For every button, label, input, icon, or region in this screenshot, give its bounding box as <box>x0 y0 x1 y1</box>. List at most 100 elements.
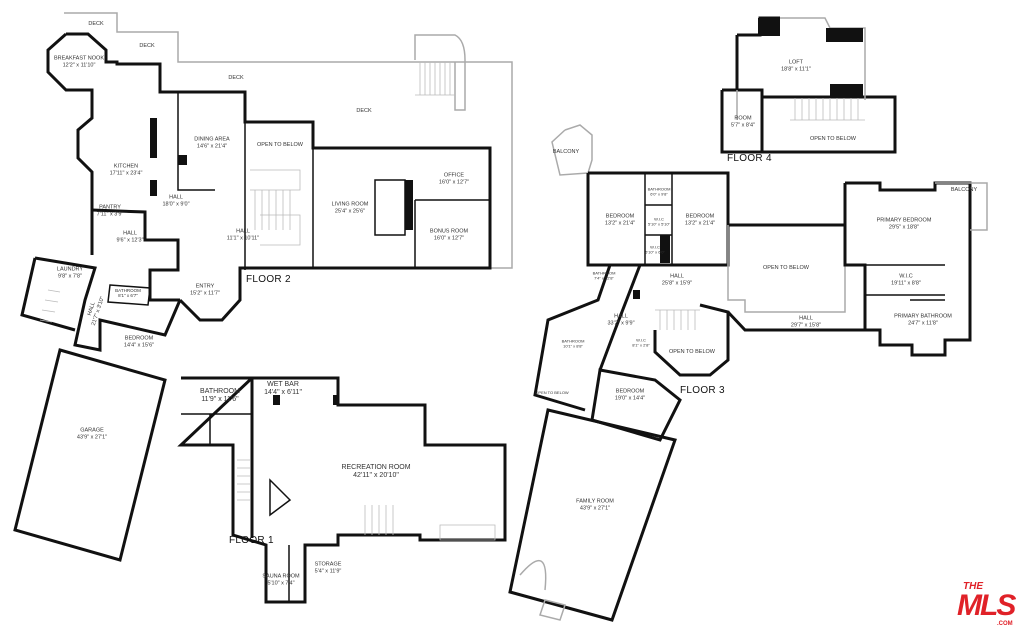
floor-1-label: FLOOR 1 <box>229 535 274 546</box>
room-name: DINING AREA <box>194 136 230 143</box>
room-dims: 11'1" x 10'11" <box>226 235 260 241</box>
room-open-to-below: OPEN TO BELOW <box>763 265 809 272</box>
deck-stairs <box>414 34 466 111</box>
logo-the: THE <box>963 581 983 592</box>
room-dims: 13'2" x 21'4" <box>684 220 716 226</box>
floor-1-walls <box>177 376 507 604</box>
room-name: PRIMARY BATHROOM <box>894 313 952 320</box>
room-name: BATHROOM <box>647 186 671 192</box>
floor-3-label: FLOOR 3 <box>680 385 725 396</box>
room-name: OPEN TO BELOW <box>535 389 569 395</box>
room-dims: 18'0" x 9'0" <box>162 201 190 207</box>
the-mls-logo: THE MLS .COM <box>955 582 1019 638</box>
room-dims: 24'7" x 11'8" <box>908 320 938 326</box>
room-name: BALCONY <box>950 186 978 193</box>
room-name: W.I.C <box>650 244 660 250</box>
room-name: WET BAR <box>267 381 299 388</box>
deck-name: DECK <box>88 20 104 27</box>
room-name: HALL <box>236 228 250 235</box>
room-dims: 13'2" x 21'4" <box>604 220 636 226</box>
room-dims: 14'4" x 15'6" <box>123 342 155 348</box>
room-dims: 7'11" x 3'9" <box>96 211 124 217</box>
room-name: KITCHEN <box>113 163 139 170</box>
room-name: W.I.C <box>636 337 646 343</box>
room-balcony: BALCONY <box>553 149 579 156</box>
deck-name: DECK <box>139 42 155 49</box>
room-dims: 15'2" x 11'7" <box>190 290 220 296</box>
deck-label: DECK <box>88 21 103 28</box>
floor-4-walls <box>720 16 897 154</box>
deck-label: DECK <box>356 108 371 115</box>
floor-4-label: FLOOR 4 <box>727 153 772 164</box>
deck-name: DECK <box>228 74 244 81</box>
logo-com: .COM <box>997 621 1013 627</box>
room-name: ENTRY <box>195 283 215 290</box>
room-dims: 17'11" x 23'4" <box>109 170 143 176</box>
room-dims: 19'11" x 8'8" <box>891 280 921 286</box>
room-name: OFFICE <box>443 172 465 179</box>
room-name: W.I.C <box>899 273 913 280</box>
room-dims: 14'4" x 6'11" <box>264 389 302 396</box>
room-dims: 29'7" x 15'8" <box>790 322 822 328</box>
room-name: BATHROOM <box>592 270 616 276</box>
deck-name: DECK <box>356 107 372 114</box>
logo-mls: MLS <box>957 589 1016 622</box>
room-name: HALL <box>799 315 813 322</box>
room-dims: 5'10" x 5'10" <box>648 221 670 226</box>
room-dims: 5'4" x 11'9" <box>314 568 342 574</box>
room-dims: 25'8" x 15'9" <box>661 280 693 286</box>
room-name: LOFT <box>788 59 804 66</box>
room-dims: 7'4" x 12'8" <box>594 275 614 280</box>
room-dims: 8'1" x 6'7" <box>118 293 138 298</box>
room-dims: 19'0" x 14'4" <box>614 395 646 401</box>
room-open-to-below: OPEN TO BELOW <box>810 136 856 143</box>
room-name: OPEN TO BELOW <box>763 264 809 271</box>
room-dims: 11'9" x 11'6" <box>201 396 239 403</box>
room-name: PRIMARY BEDROOM <box>876 217 932 224</box>
room-name: BATHROOM <box>200 388 240 395</box>
room-balcony: BALCONY <box>951 187 977 194</box>
room-dims: 10'1" x 8'8" <box>563 343 583 348</box>
deck-label: DECK <box>139 43 154 50</box>
room-name: BALCONY <box>552 148 580 155</box>
room-name: HALL <box>670 273 684 280</box>
floor-2-label: FLOOR 2 <box>246 274 291 285</box>
room-name: BREAKFAST NOOK <box>53 55 105 62</box>
room-dims: 29'5" x 18'8" <box>888 224 920 230</box>
room-dims: 43'9" x 27'1" <box>579 505 611 511</box>
room-name: GARAGE <box>80 427 104 434</box>
room-name: BEDROOM <box>124 335 154 342</box>
room-name: HALL <box>614 313 628 320</box>
floor-3-walls <box>508 124 988 622</box>
room-dims: 18'8" x 11'1" <box>781 66 811 72</box>
room-dims: 25'4" x 25'6" <box>334 208 366 214</box>
room-name: FAMILY ROOM <box>576 498 614 505</box>
room-dims: 9'8" x 7'8" <box>57 273 83 279</box>
